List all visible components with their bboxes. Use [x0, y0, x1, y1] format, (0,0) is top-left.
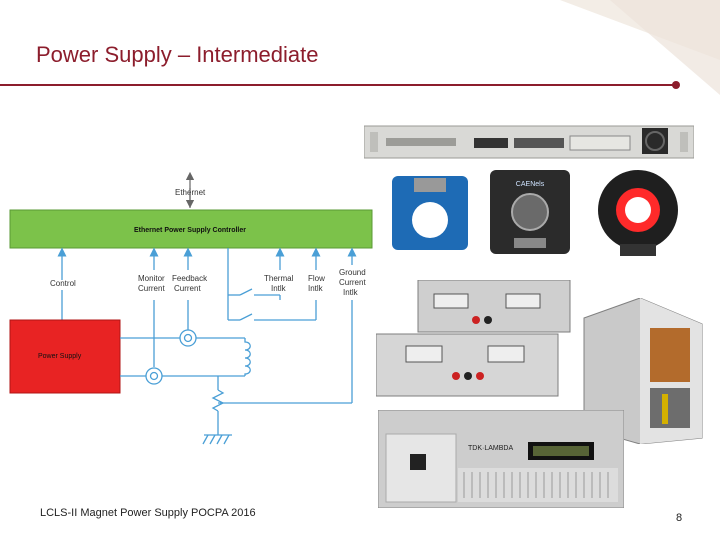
- magnet-coil: [244, 338, 251, 376]
- slide-title: Power Supply – Intermediate: [36, 42, 319, 67]
- flow-switch: [239, 313, 253, 321]
- enclosure-terminal-yellow: [662, 394, 668, 424]
- flow-label-2: Intlk: [308, 284, 324, 293]
- ground-symbol-tick-4: [223, 434, 230, 445]
- tdk-vent-lines: [463, 472, 609, 498]
- monitor-label-1: Monitor: [138, 274, 165, 283]
- rack-fan-grill: [645, 131, 665, 151]
- bench-bottom-meter-1: [405, 345, 443, 363]
- transducer-blue-hole: [412, 202, 448, 238]
- title-rule-dot: [672, 81, 680, 89]
- tdk-vent-grill: [458, 468, 618, 502]
- bench-bottom-terminal-2: [464, 372, 472, 380]
- flow-label-1: Flow: [308, 274, 325, 283]
- controller-label: Ethernet Power Supply Controller: [134, 227, 246, 234]
- tdk-brand-label: TDK·LAMBDA: [468, 445, 513, 452]
- bench-top-meter-1: [433, 293, 469, 309]
- tdk-display-digits: [533, 446, 589, 456]
- monitor-transducer-outer: [145, 367, 163, 385]
- bench-power-supply-photos: [376, 280, 571, 397]
- feedback-label-2: Current: [174, 284, 201, 293]
- rack-connector-3: [514, 138, 564, 148]
- tdk-display: [528, 442, 594, 460]
- open-power-supply-enclosure-photo: [583, 298, 703, 444]
- transducer-blue-connector: [414, 178, 446, 192]
- title-rule: [0, 84, 676, 86]
- power-supply-block: [9, 319, 121, 394]
- rack-connector-2: [474, 138, 508, 148]
- ground-label-3: Intlk: [343, 288, 359, 297]
- transducer-ring-hole: [625, 197, 651, 223]
- enclosure-terminal-block: [650, 388, 690, 428]
- bench-supply-bottom: [376, 333, 559, 397]
- tdk-lambda-power-supply-photo: TDK·LAMBDA: [378, 410, 624, 508]
- transducer-ring-base: [620, 244, 656, 256]
- corner-shape-2: [610, 0, 720, 95]
- bench-top-terminal-2: [484, 316, 492, 324]
- transducer-black-hole: [511, 193, 549, 231]
- current-transducer-photos: CAENels: [392, 170, 678, 256]
- ground-symbol-tick-2: [209, 434, 216, 445]
- feedback-label-1: Feedback: [172, 274, 208, 283]
- block-diagram: Ethernet Ethernet Power Supply Controlle…: [9, 171, 373, 445]
- controller-block: [9, 209, 373, 249]
- ground-label-2: Current: [339, 278, 366, 287]
- rack-ear-left: [370, 132, 378, 152]
- ground-label-1: Ground: [339, 268, 366, 277]
- enclosure-transformer: [650, 328, 690, 382]
- transducer-red-ring: [598, 170, 678, 256]
- rack-ear-right: [680, 132, 688, 152]
- thermal-label-1: Thermal: [264, 274, 294, 283]
- control-label: Control: [50, 279, 76, 288]
- bench-top-meter-2: [505, 293, 541, 309]
- feedback-transducer-outer: [179, 329, 197, 347]
- thermal-switch: [239, 288, 253, 296]
- bench-bottom-meter-2: [487, 345, 525, 363]
- tdk-power-switch: [410, 454, 426, 470]
- bench-bottom-terminal-1: [452, 372, 460, 380]
- power-supply-label: Power Supply: [38, 353, 82, 360]
- monitor-label-2: Current: [138, 284, 165, 293]
- transducer-black: CAENels: [490, 170, 570, 254]
- ground-symbol-tick-1: [202, 434, 209, 445]
- page-number: 8: [676, 512, 683, 524]
- corner-decoration: [560, 0, 720, 95]
- rack-panel: [569, 135, 631, 151]
- ground-symbol-tick-3: [216, 434, 223, 445]
- bench-top-terminal-1: [472, 316, 480, 324]
- rack-power-supply-photo: [364, 125, 694, 159]
- rack-connector-1: [386, 138, 456, 146]
- transducer-blue: [392, 176, 468, 250]
- bench-bottom-terminal-3: [476, 372, 484, 380]
- thermal-label-2: Intlk: [271, 284, 287, 293]
- transducer-black-connector: [514, 238, 546, 248]
- feedback-transducer-inner: [183, 333, 193, 343]
- ground-resistor: [211, 389, 225, 412]
- monitor-transducer-inner: [149, 371, 159, 381]
- slide-footer: LCLS-II Magnet Power Supply POCPA 2016: [40, 507, 256, 519]
- sensor-brand-label: CAENels: [516, 181, 545, 188]
